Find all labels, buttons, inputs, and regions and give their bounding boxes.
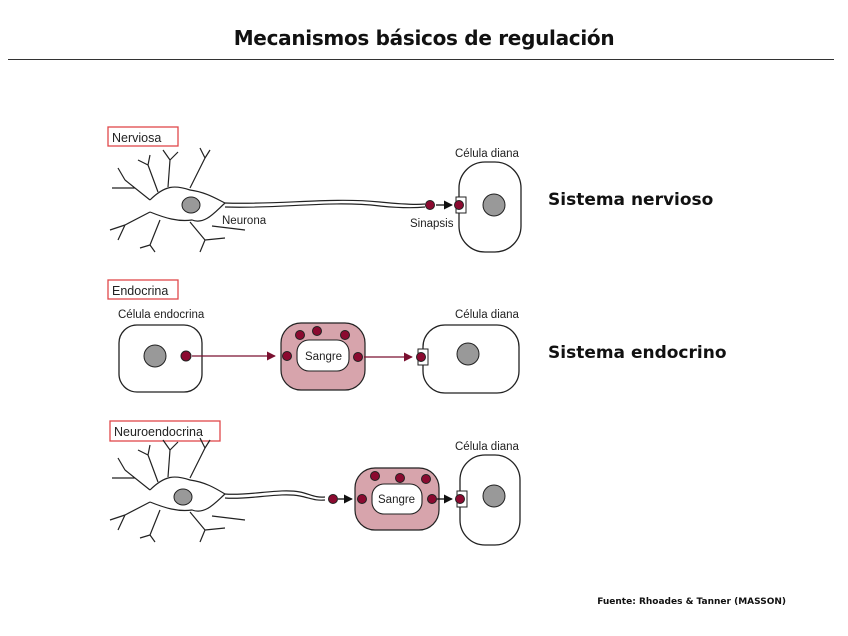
endocrine-nucleus-icon [143,344,167,368]
hormone-dots-in-blood [357,471,437,504]
system-label-endocrino: Sistema endocrino [548,343,727,363]
hormone-dot [454,200,464,210]
panel-endocrina: Endocrina Célula endocrina Sangre Célula… [107,279,520,394]
hormone-dot [416,352,426,362]
title-divider [8,59,834,60]
source-citation: Fuente: Rhoades & Tanner (MASSON) [597,597,786,607]
vessel-lumen [296,339,350,372]
label-neuroendocrina: Neuroendocrina [114,425,203,439]
system-label-nervioso: Sistema nervioso [548,190,714,210]
neuron-2 [109,437,326,543]
label-endocrina: Endocrina [112,284,168,298]
label-celula-diana-3: Célula diana [455,441,520,453]
panel-nerviosa: Nerviosa Neurona Sinapsis Célula diana [107,126,522,253]
neuron-1 [109,147,426,253]
label-sangre-1: Sangre [305,351,342,363]
label-celula-diana-1: Célula diana [455,148,520,160]
label-nerviosa: Nerviosa [112,131,161,145]
label-box-endocrina [107,279,179,300]
target-nucleus-icon [482,484,506,508]
label-celula-endocrina: Célula endocrina [118,309,205,321]
target-nucleus-icon [482,193,506,217]
panel-neuroendocrina: Neuroendocrina Sangre Célula diana [109,420,521,546]
neuron-nucleus-icon [181,196,201,214]
label-sinapsis: Sinapsis [410,218,454,230]
nerve-terminal-icon [328,494,338,504]
target-nucleus-icon [456,342,480,366]
label-sangre-2: Sangre [378,494,415,506]
synapse-terminal-icon [425,200,435,210]
label-box-neuroendocrina [109,420,221,442]
label-neurona: Neurona [222,215,267,227]
page-title: Mecanismos básicos de regulación [233,26,615,50]
hormone-dot [455,494,465,504]
label-box-nerviosa [107,126,179,147]
label-celula-diana-2: Célula diana [455,309,520,321]
hormone-dots-in-blood [282,326,363,362]
hormone-dot [180,350,192,362]
vessel-lumen [371,483,423,515]
neuron-nucleus-icon [173,488,193,506]
